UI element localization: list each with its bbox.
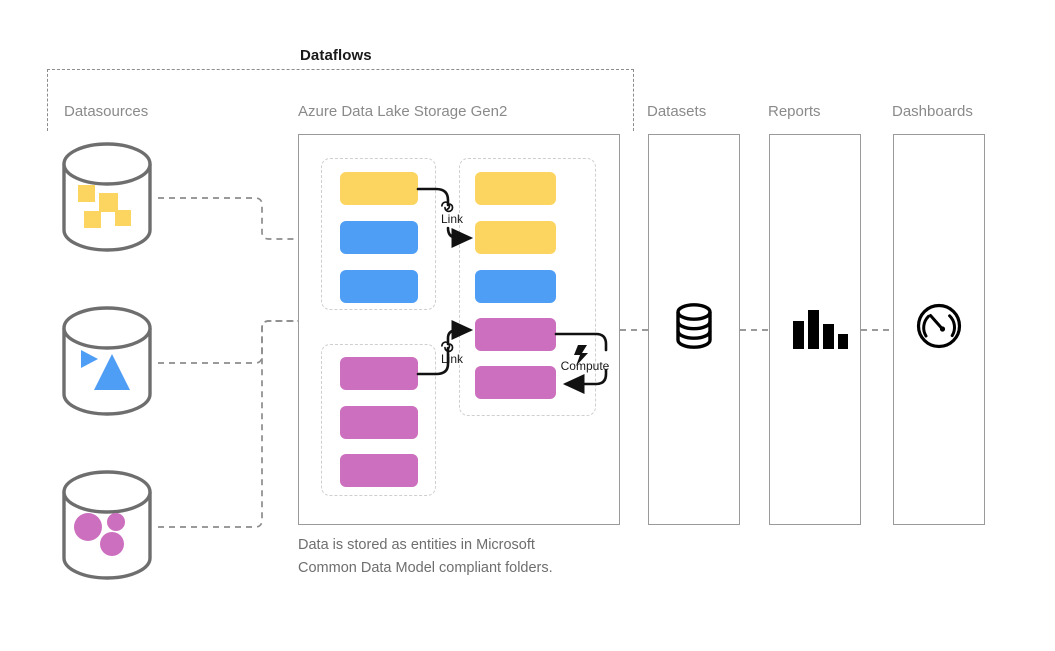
panel-reports xyxy=(769,134,861,525)
column-label-datasources: Datasources xyxy=(64,103,149,120)
entity-box xyxy=(475,221,556,254)
datasource-blue-triangles xyxy=(81,350,130,390)
entity-group-a xyxy=(321,158,436,310)
connector-datasource-3 xyxy=(158,320,298,528)
datasource-cylinder-blue xyxy=(60,306,154,416)
entity-box xyxy=(340,221,418,254)
flow-label-link-1: Link xyxy=(440,212,463,226)
column-label-dashboards: Dashboards xyxy=(892,103,973,120)
panel-datasets xyxy=(648,134,740,525)
entity-box xyxy=(340,406,418,439)
dataflows-boundary-top xyxy=(47,69,634,70)
flow-label-link-2: Link xyxy=(440,352,463,366)
connector-datasource-1 xyxy=(158,197,298,240)
entity-box xyxy=(340,357,418,390)
panel-dashboards xyxy=(893,134,985,525)
adls-caption: Data is stored as entities in Microsoft … xyxy=(298,537,553,576)
entity-box xyxy=(475,318,556,351)
dataflows-title: Dataflows xyxy=(300,47,372,64)
entity-box xyxy=(340,172,418,205)
column-label-datasets: Datasets xyxy=(647,103,707,120)
entity-box xyxy=(475,270,556,303)
flow-label-compute: Compute xyxy=(560,359,610,373)
entity-group-b xyxy=(321,344,436,496)
datasource-magenta-circles xyxy=(74,513,125,556)
column-label-reports: Reports xyxy=(768,103,821,120)
entity-box xyxy=(475,366,556,399)
column-label-adls: Azure Data Lake Storage Gen2 xyxy=(298,103,508,120)
entity-group-c xyxy=(459,158,596,416)
dataflows-boundary-right xyxy=(633,69,634,131)
dataflows-boundary-left xyxy=(47,69,48,131)
entity-box xyxy=(475,172,556,205)
datasource-cylinder-yellow xyxy=(60,142,154,252)
datasource-cylinder-magenta xyxy=(60,470,154,580)
entity-box xyxy=(340,270,418,303)
datasource-yellow-squares xyxy=(78,185,131,228)
entity-box xyxy=(340,454,418,487)
connector-datasource-2 xyxy=(158,320,298,364)
